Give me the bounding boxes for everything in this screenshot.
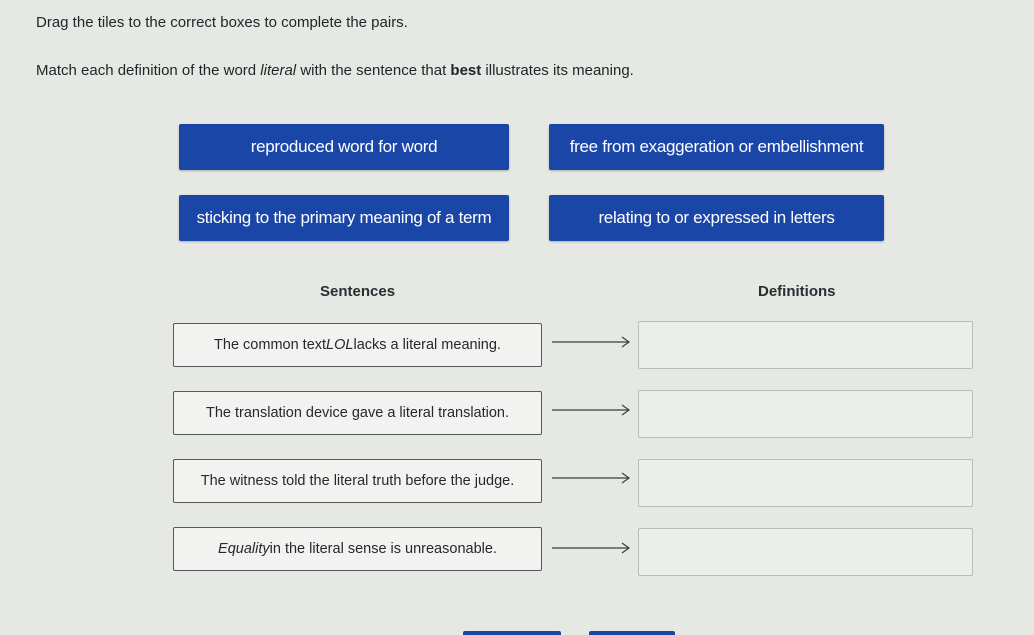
right-arrow-icon — [552, 542, 631, 554]
bottom-button-right[interactable] — [589, 631, 675, 635]
definition-drop-box-4[interactable] — [638, 528, 973, 576]
right-arrow-icon — [552, 472, 631, 484]
tile-free-from-exaggeration[interactable]: free from exaggeration or embellishment — [549, 124, 884, 170]
right-arrow-icon — [552, 404, 631, 416]
sentence-1-prefix: The common text — [214, 337, 327, 353]
sentence-4-suffix: in the literal sense is unreasonable. — [269, 541, 497, 557]
sentence-4: Equality in the literal sense is unreaso… — [173, 527, 542, 571]
tile-primary-meaning[interactable]: sticking to the primary meaning of a ter… — [179, 195, 509, 241]
sentence-1: The common text LOL lacks a literal mean… — [173, 323, 542, 367]
sentence-2-prefix: The translation device gave a literal tr… — [205, 405, 510, 421]
tile-expressed-in-letters[interactable]: relating to or expressed in letters — [549, 195, 884, 241]
sentence-2: The translation device gave a literal tr… — [173, 391, 542, 435]
definition-drop-box-3[interactable] — [638, 459, 973, 507]
instruction-middle: with the sentence that — [296, 62, 451, 79]
instruction-prefix: Match each definition of the word — [36, 62, 261, 79]
instruction-bold: best — [450, 62, 482, 79]
sentence-3: The witness told the literal truth befor… — [173, 459, 542, 503]
sentence-1-suffix: lacks a literal meaning. — [353, 337, 501, 353]
instruction-match: Match each definition of the word litera… — [36, 62, 634, 79]
tile-reproduced-word-for-word[interactable]: reproduced word for word — [179, 124, 509, 170]
instruction-suffix: illustrates its meaning. — [481, 62, 634, 79]
definition-drop-box-2[interactable] — [638, 390, 973, 438]
bottom-button-left[interactable] — [463, 631, 561, 635]
definition-drop-box-1[interactable] — [638, 321, 973, 369]
instruction-word: literal — [260, 62, 297, 79]
sentence-1-italic: LOL — [326, 337, 354, 353]
sentence-4-italic: Equality — [218, 541, 270, 557]
right-arrow-icon — [552, 336, 631, 348]
instruction-drag: Drag the tiles to the correct boxes to c… — [36, 14, 408, 31]
sentences-heading: Sentences — [320, 283, 396, 300]
definitions-heading: Definitions — [758, 283, 836, 300]
sentence-3-prefix: The witness told the literal truth befor… — [200, 473, 515, 489]
